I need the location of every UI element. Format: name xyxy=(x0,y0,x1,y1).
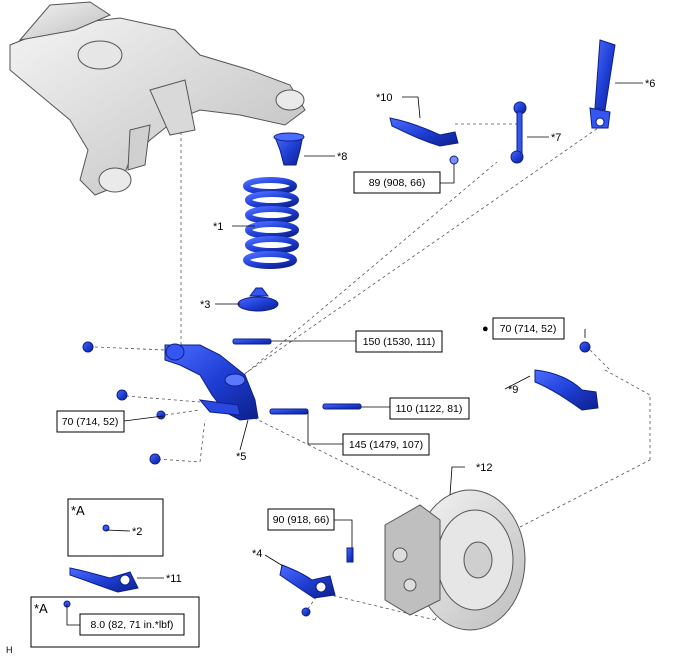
torque-89-text: 89 (908, 66) xyxy=(369,177,426,189)
callout-3: *3 xyxy=(200,299,210,311)
torque-box-110: 110 (1122, 81) xyxy=(389,397,470,420)
torque-box-89: 89 (908, 66) xyxy=(353,171,441,194)
torque-70-left-text: 70 (714, 52) xyxy=(62,416,119,428)
spring-seat-part xyxy=(237,287,279,312)
callout-2: *2 xyxy=(132,526,142,538)
torque-145-text: 145 (1479, 107) xyxy=(349,439,423,451)
torque-8-text: 8.0 (82, 71 in.*lbf) xyxy=(91,619,174,631)
torque-box-145: 145 (1479, 107) xyxy=(342,433,430,456)
callout-7: *7 xyxy=(551,132,561,144)
callout-9: *9 xyxy=(508,384,518,396)
inset-label-upper: *A xyxy=(71,503,85,518)
inset-label-lower: *A xyxy=(34,601,48,616)
callout-8: *8 xyxy=(337,151,347,163)
stabilizer-link-part xyxy=(510,101,527,164)
inset-frame-lower xyxy=(30,596,200,648)
torque-110-text: 110 (1122, 81) xyxy=(396,403,463,415)
corner-code: H xyxy=(6,645,13,655)
torque-box-150: 150 (1530, 111) xyxy=(355,330,443,353)
torque-box-70-right: 70 (714, 52) xyxy=(492,317,565,340)
callout-5: *5 xyxy=(236,451,246,463)
torque-150-text: 150 (1530, 111) xyxy=(363,336,436,348)
torque-70-right-text: 70 (714, 52) xyxy=(500,323,557,335)
stabilizer-bar-part xyxy=(389,117,459,165)
suspension-member xyxy=(9,1,306,196)
solid-leaders xyxy=(66,82,643,626)
toe-control-arm-part xyxy=(534,341,599,411)
lower-arm-bolts xyxy=(82,338,362,465)
torque-90-text: 90 (918, 66) xyxy=(273,514,330,526)
shock-absorber-part xyxy=(589,39,616,129)
coil-spring-part xyxy=(243,177,299,269)
bound-stopper-part xyxy=(273,132,305,166)
axle-carrier-brake-assembly xyxy=(384,489,526,631)
lower-arm-part xyxy=(164,343,259,421)
rear-arm-part xyxy=(279,547,354,617)
dashed-leaders xyxy=(94,123,651,621)
callout-6: *6 xyxy=(645,78,655,90)
inset-arm-part xyxy=(63,524,139,608)
torque-box-8: 8.0 (82, 71 in.*lbf) xyxy=(79,613,185,636)
callout-12: *12 xyxy=(476,462,493,474)
callout-11: *11 xyxy=(166,573,182,585)
precoat-marker: ● xyxy=(482,323,489,335)
inset-frame-upper xyxy=(67,498,164,557)
callout-10: *10 xyxy=(376,92,393,104)
torque-box-70-left: 70 (714, 52) xyxy=(56,410,125,433)
torque-box-90: 90 (918, 66) xyxy=(267,508,335,531)
callout-4: *4 xyxy=(252,548,262,560)
callout-1: *1 xyxy=(213,221,223,233)
